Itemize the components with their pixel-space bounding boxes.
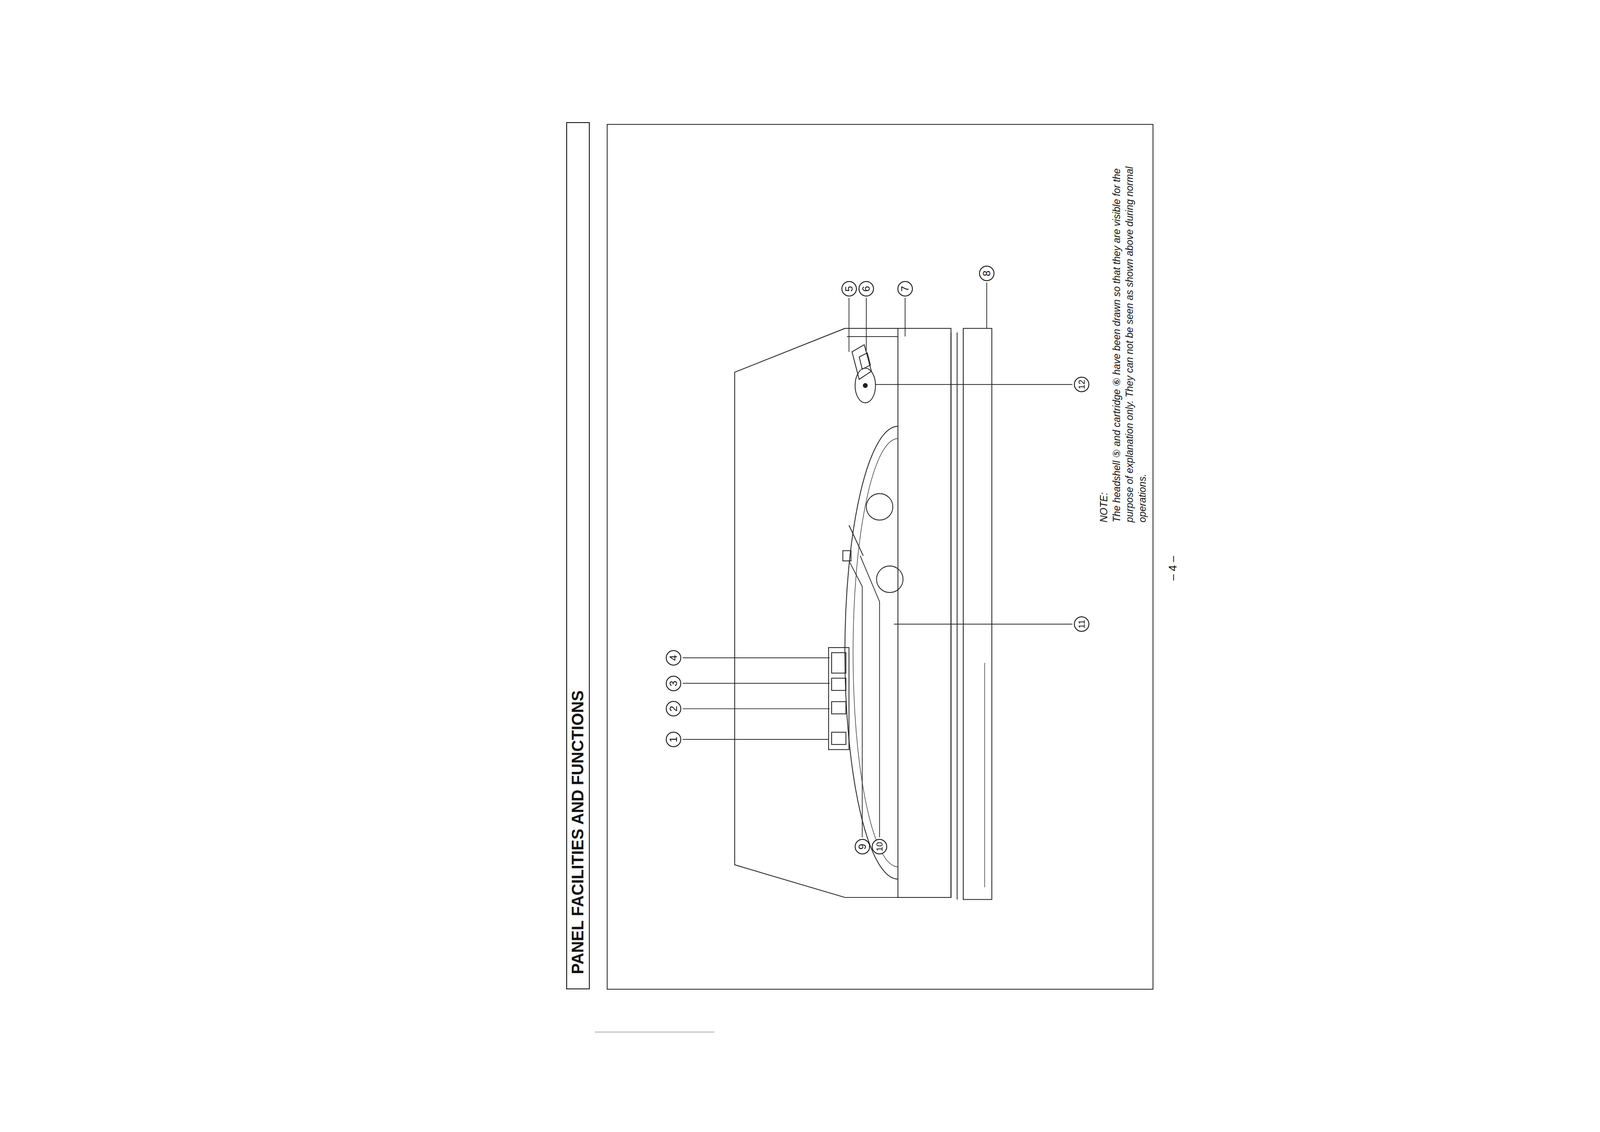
button [831, 678, 846, 692]
top-edge [844, 897, 898, 899]
callout-number: 9 [854, 839, 871, 855]
page-frame [607, 124, 1153, 990]
disk [855, 368, 876, 403]
leader-line [682, 739, 829, 741]
page-title: PANEL FACILITIES AND FUNCTIONS [567, 123, 589, 990]
note-text: The headshell ⑤ and cartridge ⑥ have bee… [1110, 147, 1150, 523]
callout-number: 4 [665, 650, 682, 666]
page-number: – 4 – [1166, 544, 1180, 592]
base-foot [984, 663, 986, 888]
top-edge [844, 328, 898, 330]
page-rule [594, 1032, 715, 1033]
button [831, 652, 846, 674]
leader-line [875, 384, 1073, 386]
callout-number: 10 [871, 839, 888, 855]
leader-lines [682, 282, 1073, 838]
note-block: NOTE:The headshell ⑤ and cartridge ⑥ hav… [1097, 147, 1150, 523]
base [963, 328, 992, 900]
disk-center [863, 383, 868, 389]
leader-line [894, 623, 1073, 625]
platter-hole [866, 493, 893, 521]
note-heading: NOTE: [1097, 147, 1111, 523]
leader-line [849, 561, 863, 838]
callout-number: 3 [665, 676, 682, 692]
leader-line [860, 555, 880, 838]
platter-mat [852, 438, 898, 868]
band [950, 332, 952, 898]
platter [844, 426, 898, 880]
callout-number: 7 [897, 281, 913, 297]
top-edge [847, 336, 898, 338]
leader-line [986, 282, 988, 329]
arm-rest [842, 550, 851, 562]
cartridge [858, 352, 871, 370]
callout-number: 8 [979, 265, 995, 282]
callout-number: 2 [665, 701, 682, 717]
leader-line [848, 297, 850, 353]
callout-number: 12 [1073, 376, 1090, 393]
top-panel [734, 328, 845, 898]
leader-line [682, 657, 830, 659]
headshell [852, 344, 872, 380]
front-body [897, 328, 951, 898]
callout-number: 1 [665, 732, 682, 748]
platter-hole [876, 566, 903, 593]
band [956, 332, 958, 900]
callout-number: 6 [858, 281, 874, 297]
callout-number: 5 [841, 281, 857, 297]
control-recess [828, 647, 850, 750]
button [831, 732, 846, 745]
leader-line [682, 708, 830, 710]
leader-line [865, 297, 867, 351]
spindle [849, 525, 864, 557]
leader-line [904, 297, 906, 337]
callout-number: 11 [1073, 616, 1090, 633]
button [831, 702, 846, 715]
title-bar: PANEL FACILITIES AND FUNCTIONS [566, 122, 590, 991]
leader-line [682, 683, 830, 685]
